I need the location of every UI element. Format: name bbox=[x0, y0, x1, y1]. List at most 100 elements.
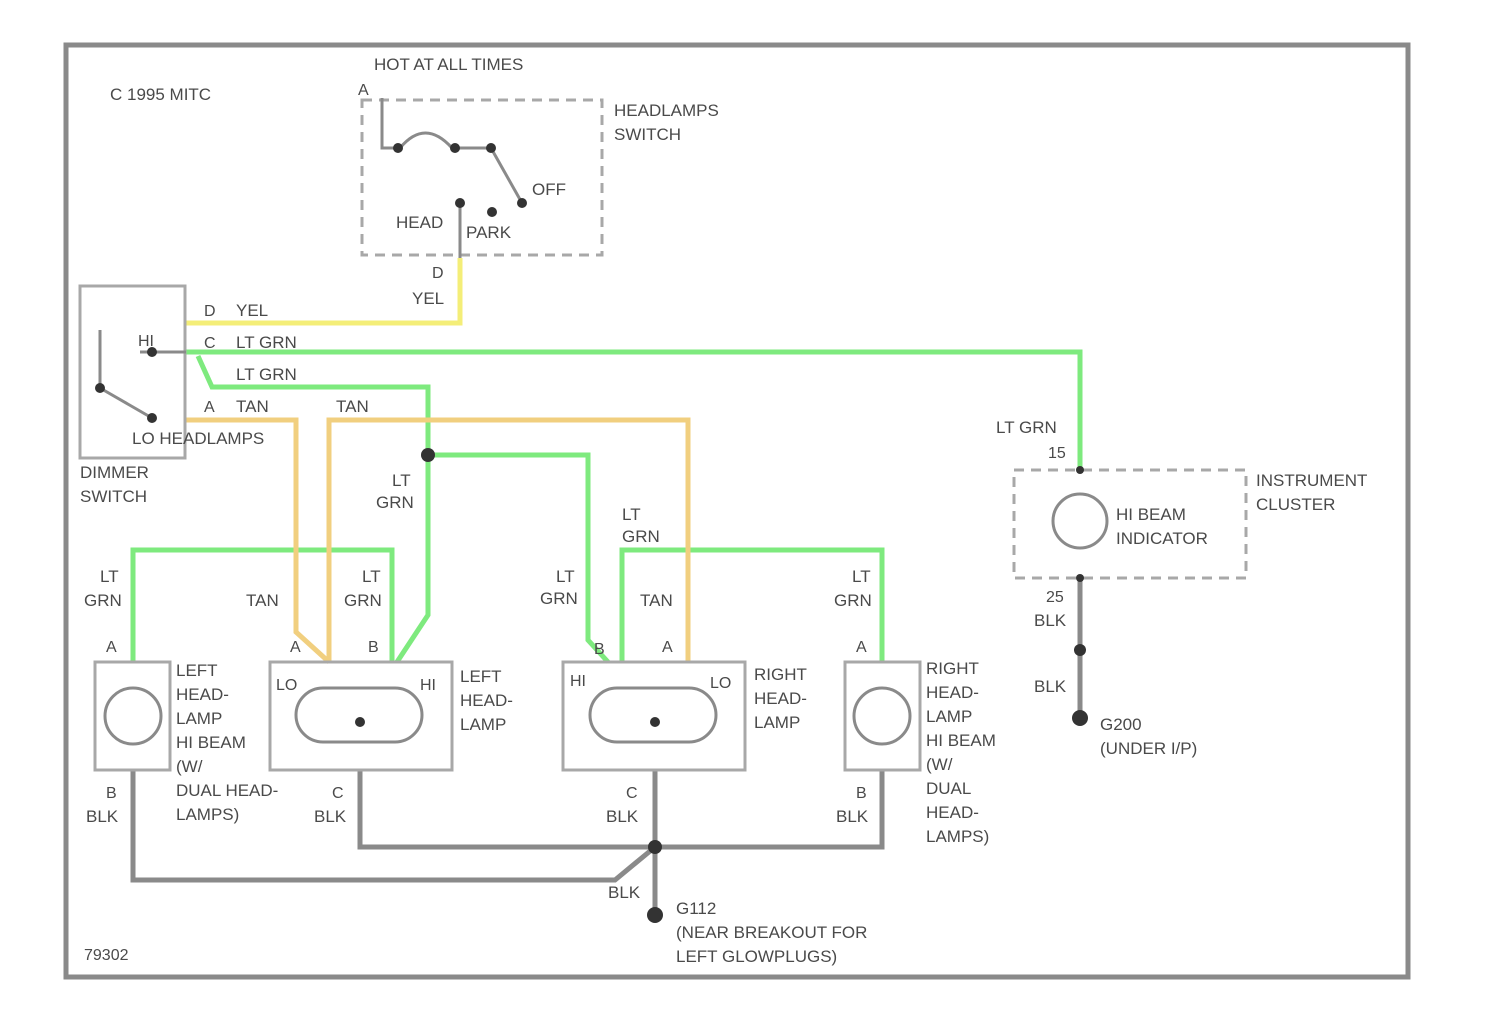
hi-beam-indicator-bulb bbox=[1053, 494, 1107, 548]
grn-wire-label-right-center: GRN bbox=[622, 527, 660, 546]
right-hi-lamp-7: HEAD- bbox=[926, 803, 979, 822]
right-head-lamp-splice bbox=[650, 717, 660, 727]
g200-id: G200 bbox=[1100, 715, 1142, 734]
headlamps-switch-off: OFF bbox=[532, 180, 566, 199]
right-hi-grn-label: GRN bbox=[834, 591, 872, 610]
right-lamp-hi: HI bbox=[570, 673, 586, 690]
hi-beam-indicator-1: HI BEAM bbox=[1116, 505, 1186, 524]
right-hi-lamp-6: DUAL bbox=[926, 779, 971, 798]
right-hi-pin-a: A bbox=[856, 639, 867, 656]
left-hi-lamp-7: LAMPS) bbox=[176, 805, 239, 824]
right-hi-pin-b: B bbox=[856, 785, 867, 802]
left-lamp-blk-label: BLK bbox=[314, 807, 347, 826]
dimmer-lo-headlamps: LO HEADLAMPS bbox=[132, 429, 264, 448]
left-lamp-pin-a: A bbox=[290, 639, 301, 656]
right-head-lamp-bulb bbox=[590, 688, 716, 742]
dimmer-switch-name-1: DIMMER bbox=[80, 463, 149, 482]
yel-wire-label-2: YEL bbox=[236, 301, 268, 320]
headlamps-switch-head: HEAD bbox=[396, 213, 443, 232]
dimmer-hi: HI bbox=[138, 333, 154, 350]
left-hi-pin-a: A bbox=[106, 639, 117, 656]
left-lamp-name-1: LEFT bbox=[460, 667, 502, 686]
right-lamp-name-2: HEAD- bbox=[754, 689, 807, 708]
right-hi-lamp-3: LAMP bbox=[926, 707, 972, 726]
instrument-cluster-name-1: INSTRUMENT bbox=[1256, 471, 1367, 490]
left-hi-grn-label: GRN bbox=[84, 591, 122, 610]
g112-ground-dot bbox=[647, 907, 663, 923]
left-hi-pin-b: B bbox=[106, 785, 117, 802]
left-lamp-lt-label: LT bbox=[362, 567, 381, 586]
headlamps-switch-park: PARK bbox=[466, 223, 512, 242]
left-hi-lt-label: LT bbox=[100, 567, 119, 586]
g200-location: (UNDER I/P) bbox=[1100, 739, 1197, 758]
left-hi-lamp-6: DUAL HEAD- bbox=[176, 781, 278, 800]
blk-cluster-label-1: BLK bbox=[1034, 611, 1067, 630]
left-hi-lamp-4: HI BEAM bbox=[176, 733, 246, 752]
g112-blk-label: BLK bbox=[608, 883, 641, 902]
blk-splice-dot bbox=[648, 840, 662, 854]
cluster-pin-15-dot bbox=[1076, 466, 1084, 474]
instrument-cluster-box bbox=[1014, 470, 1246, 578]
left-hi-lamp-5: (W/ bbox=[176, 757, 203, 776]
right-lamp-blk-label: BLK bbox=[606, 807, 639, 826]
right-tan-label: TAN bbox=[640, 591, 673, 610]
diagram-frame bbox=[66, 45, 1408, 977]
headlamps-switch-name-2: SWITCH bbox=[614, 125, 681, 144]
lt-grn-splice-dot bbox=[421, 448, 435, 462]
right-lamp-pin-c: C bbox=[626, 785, 638, 802]
right-hi-lt-label: LT bbox=[852, 567, 871, 586]
g112-id: G112 bbox=[676, 899, 716, 918]
left-hi-lamp-1: LEFT bbox=[176, 661, 218, 680]
cluster-ground-splice-dot bbox=[1074, 644, 1086, 656]
right-hi-beam-lamp-bulb bbox=[854, 688, 910, 744]
left-lamp-grn-label: GRN bbox=[344, 591, 382, 610]
dimmer-pin-c: C bbox=[204, 335, 216, 352]
right-lamp-lt-label: LT bbox=[556, 567, 575, 586]
left-lamp-hi: HI bbox=[420, 677, 436, 694]
wire-lt-grn-dimmer-to-cluster bbox=[186, 352, 1080, 470]
dimmer-pin-a: A bbox=[204, 399, 215, 416]
right-hi-lamp-4: HI BEAM bbox=[926, 731, 996, 750]
left-head-lamp-splice bbox=[355, 717, 365, 727]
dimmer-switch-name-2: SWITCH bbox=[80, 487, 147, 506]
headlamps-switch-pin-a: A bbox=[358, 82, 369, 99]
right-lamp-pin-b: B bbox=[594, 641, 605, 658]
g200-ground-dot bbox=[1072, 710, 1088, 726]
yel-wire-label-1: YEL bbox=[412, 289, 444, 308]
left-hi-beam-lamp-bulb bbox=[105, 688, 161, 744]
blk-cluster-label-2: BLK bbox=[1034, 677, 1067, 696]
instrument-cluster-name-2: CLUSTER bbox=[1256, 495, 1335, 514]
lt-grn-cluster-label: LT GRN bbox=[996, 418, 1057, 437]
right-lamp-pin-a: A bbox=[662, 639, 673, 656]
cluster-pin-15: 15 bbox=[1048, 445, 1066, 462]
cluster-pin-25: 25 bbox=[1046, 589, 1064, 606]
lt-wire-label-center: LT bbox=[392, 471, 411, 490]
lt-wire-label-right-center: LT bbox=[622, 505, 641, 524]
right-hi-lamp-1: RIGHT bbox=[926, 659, 979, 678]
left-hi-lamp-3: LAMP bbox=[176, 709, 222, 728]
right-lamp-lo: LO bbox=[710, 675, 731, 692]
right-hi-lamp-5: (W/ bbox=[926, 755, 953, 774]
right-hi-blk-label: BLK bbox=[836, 807, 869, 826]
right-lamp-grn-label: GRN bbox=[540, 589, 578, 608]
right-hi-lamp-2: HEAD- bbox=[926, 683, 979, 702]
wire-tan-dimmer-to-left-lamp bbox=[186, 420, 329, 662]
left-head-lamp-bulb bbox=[296, 688, 422, 742]
left-tan-label: TAN bbox=[246, 591, 279, 610]
hi-beam-indicator-2: INDICATOR bbox=[1116, 529, 1208, 548]
hot-at-all-times-label: HOT AT ALL TIMES bbox=[374, 55, 523, 74]
headlamps-switch-name-1: HEADLAMPS bbox=[614, 101, 719, 120]
grn-wire-label-center: GRN bbox=[376, 493, 414, 512]
tan-wire-label-1: TAN bbox=[236, 397, 269, 416]
figure-id: 79302 bbox=[84, 947, 129, 964]
left-hi-lamp-2: HEAD- bbox=[176, 685, 229, 704]
right-lamp-name-3: LAMP bbox=[754, 713, 800, 732]
tan-wire-label-2: TAN bbox=[336, 397, 369, 416]
left-lamp-pin-c: C bbox=[332, 785, 344, 802]
left-lamp-name-2: HEAD- bbox=[460, 691, 513, 710]
right-lamp-name-1: RIGHT bbox=[754, 665, 807, 684]
left-lamp-name-3: LAMP bbox=[460, 715, 506, 734]
left-hi-blk-label: BLK bbox=[86, 807, 119, 826]
lt-grn-wire-label-1: LT GRN bbox=[236, 333, 297, 352]
